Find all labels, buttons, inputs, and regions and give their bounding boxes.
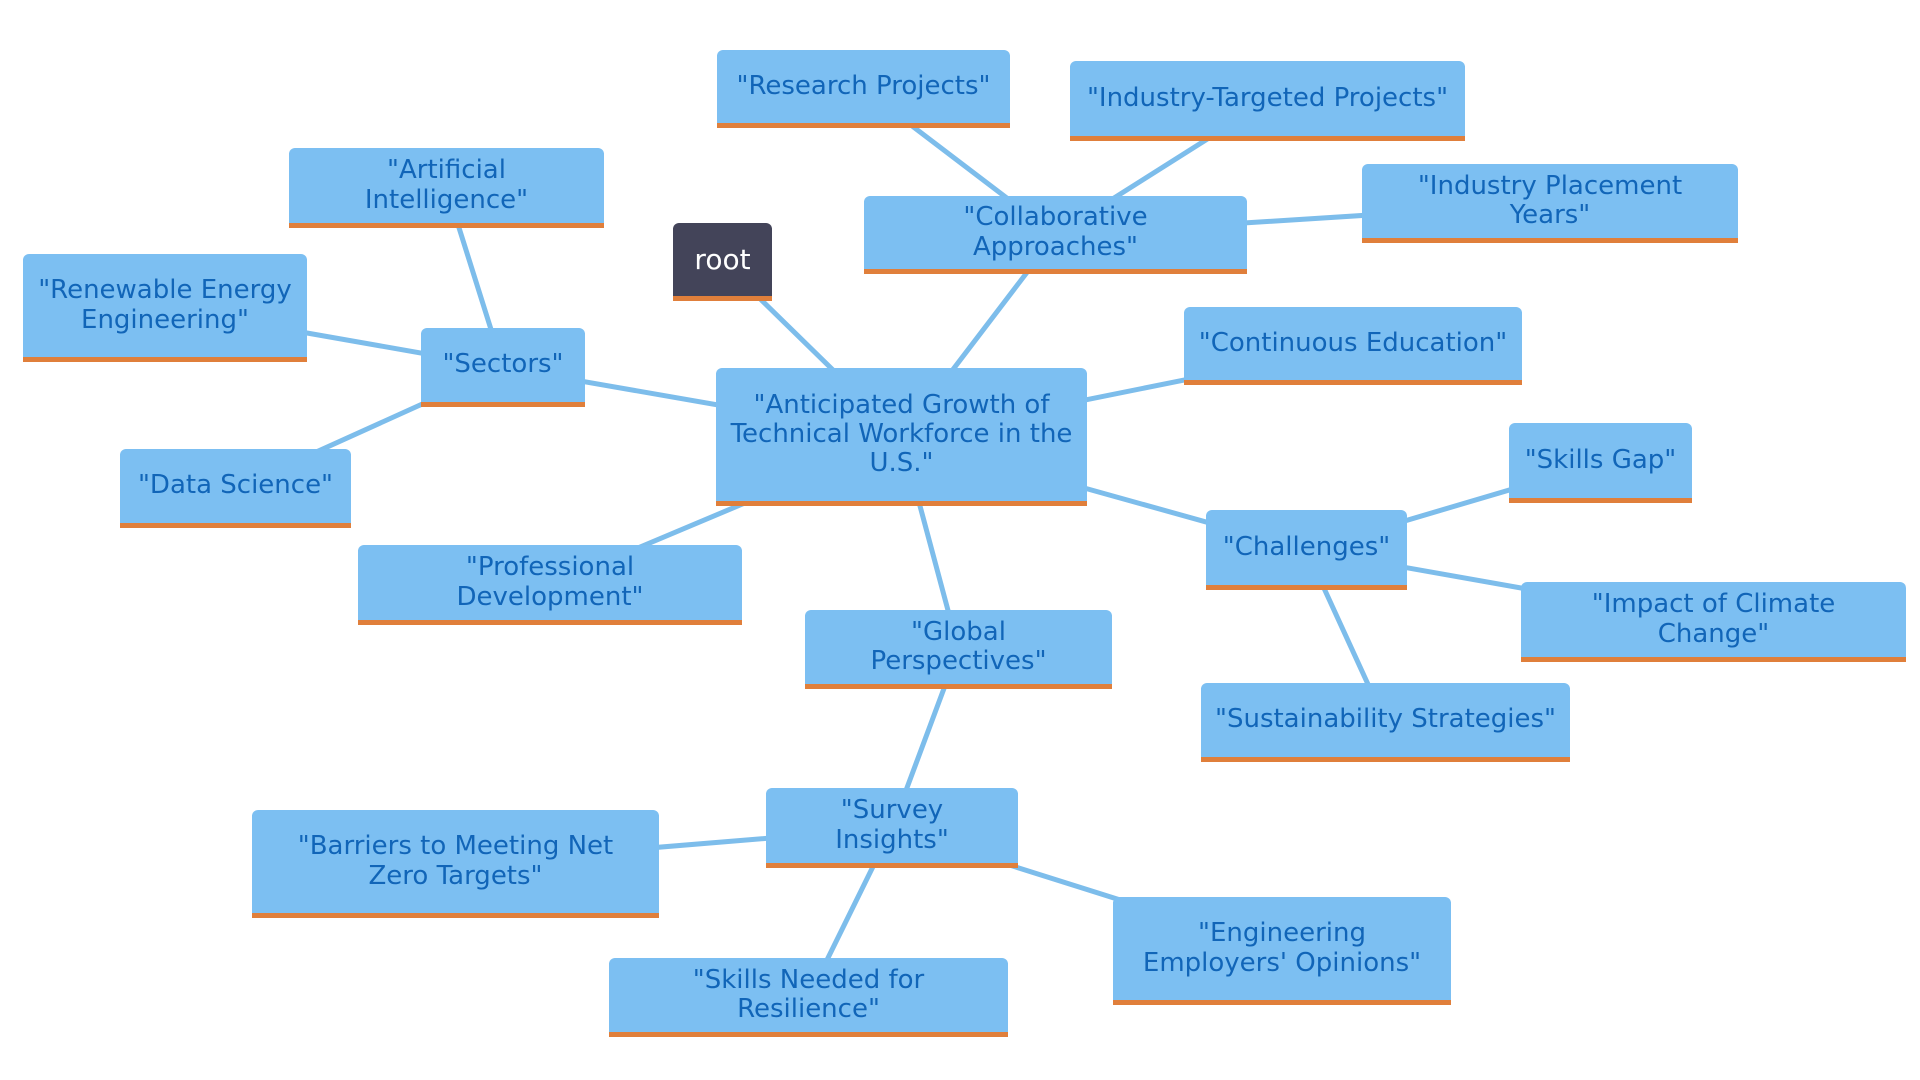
node-research-projects[interactable]: "Research Projects" bbox=[717, 50, 1010, 128]
node-anticipated-growth[interactable]: "Anticipated Growth of Technical Workfor… bbox=[716, 368, 1087, 506]
node-data-science[interactable]: "Data Science" bbox=[120, 449, 351, 528]
node-industry-targeted-projects[interactable]: "Industry-Targeted Projects" bbox=[1070, 61, 1465, 141]
node-challenges[interactable]: "Challenges" bbox=[1206, 510, 1407, 590]
node-sustainability-strategies[interactable]: "Sustainability Strategies" bbox=[1201, 683, 1570, 762]
node-industry-placement-years[interactable]: "Industry Placement Years" bbox=[1362, 164, 1738, 243]
node-professional-development[interactable]: "Professional Development" bbox=[358, 545, 742, 625]
node-renewable-energy-engineering[interactable]: "Renewable Energy Engineering" bbox=[23, 254, 307, 362]
node-collaborative-approaches[interactable]: "Collaborative Approaches" bbox=[864, 196, 1247, 274]
node-skills-gap[interactable]: "Skills Gap" bbox=[1509, 423, 1692, 503]
node-skills-needed-for-resilience[interactable]: "Skills Needed for Resilience" bbox=[609, 958, 1008, 1037]
node-continuous-education[interactable]: "Continuous Education" bbox=[1184, 307, 1522, 385]
node-artificial-intelligence[interactable]: "Artificial Intelligence" bbox=[289, 148, 604, 228]
node-global-perspectives[interactable]: "Global Perspectives" bbox=[805, 610, 1112, 689]
node-impact-of-climate-change[interactable]: "Impact of Climate Change" bbox=[1521, 582, 1906, 662]
node-engineering-employers-opinions[interactable]: "Engineering Employers' Opinions" bbox=[1113, 897, 1451, 1005]
node-root[interactable]: root bbox=[673, 223, 772, 301]
node-survey-insights[interactable]: "Survey Insights" bbox=[766, 788, 1018, 868]
node-barriers-net-zero[interactable]: "Barriers to Meeting Net Zero Targets" bbox=[252, 810, 659, 918]
node-sectors[interactable]: "Sectors" bbox=[421, 328, 585, 407]
